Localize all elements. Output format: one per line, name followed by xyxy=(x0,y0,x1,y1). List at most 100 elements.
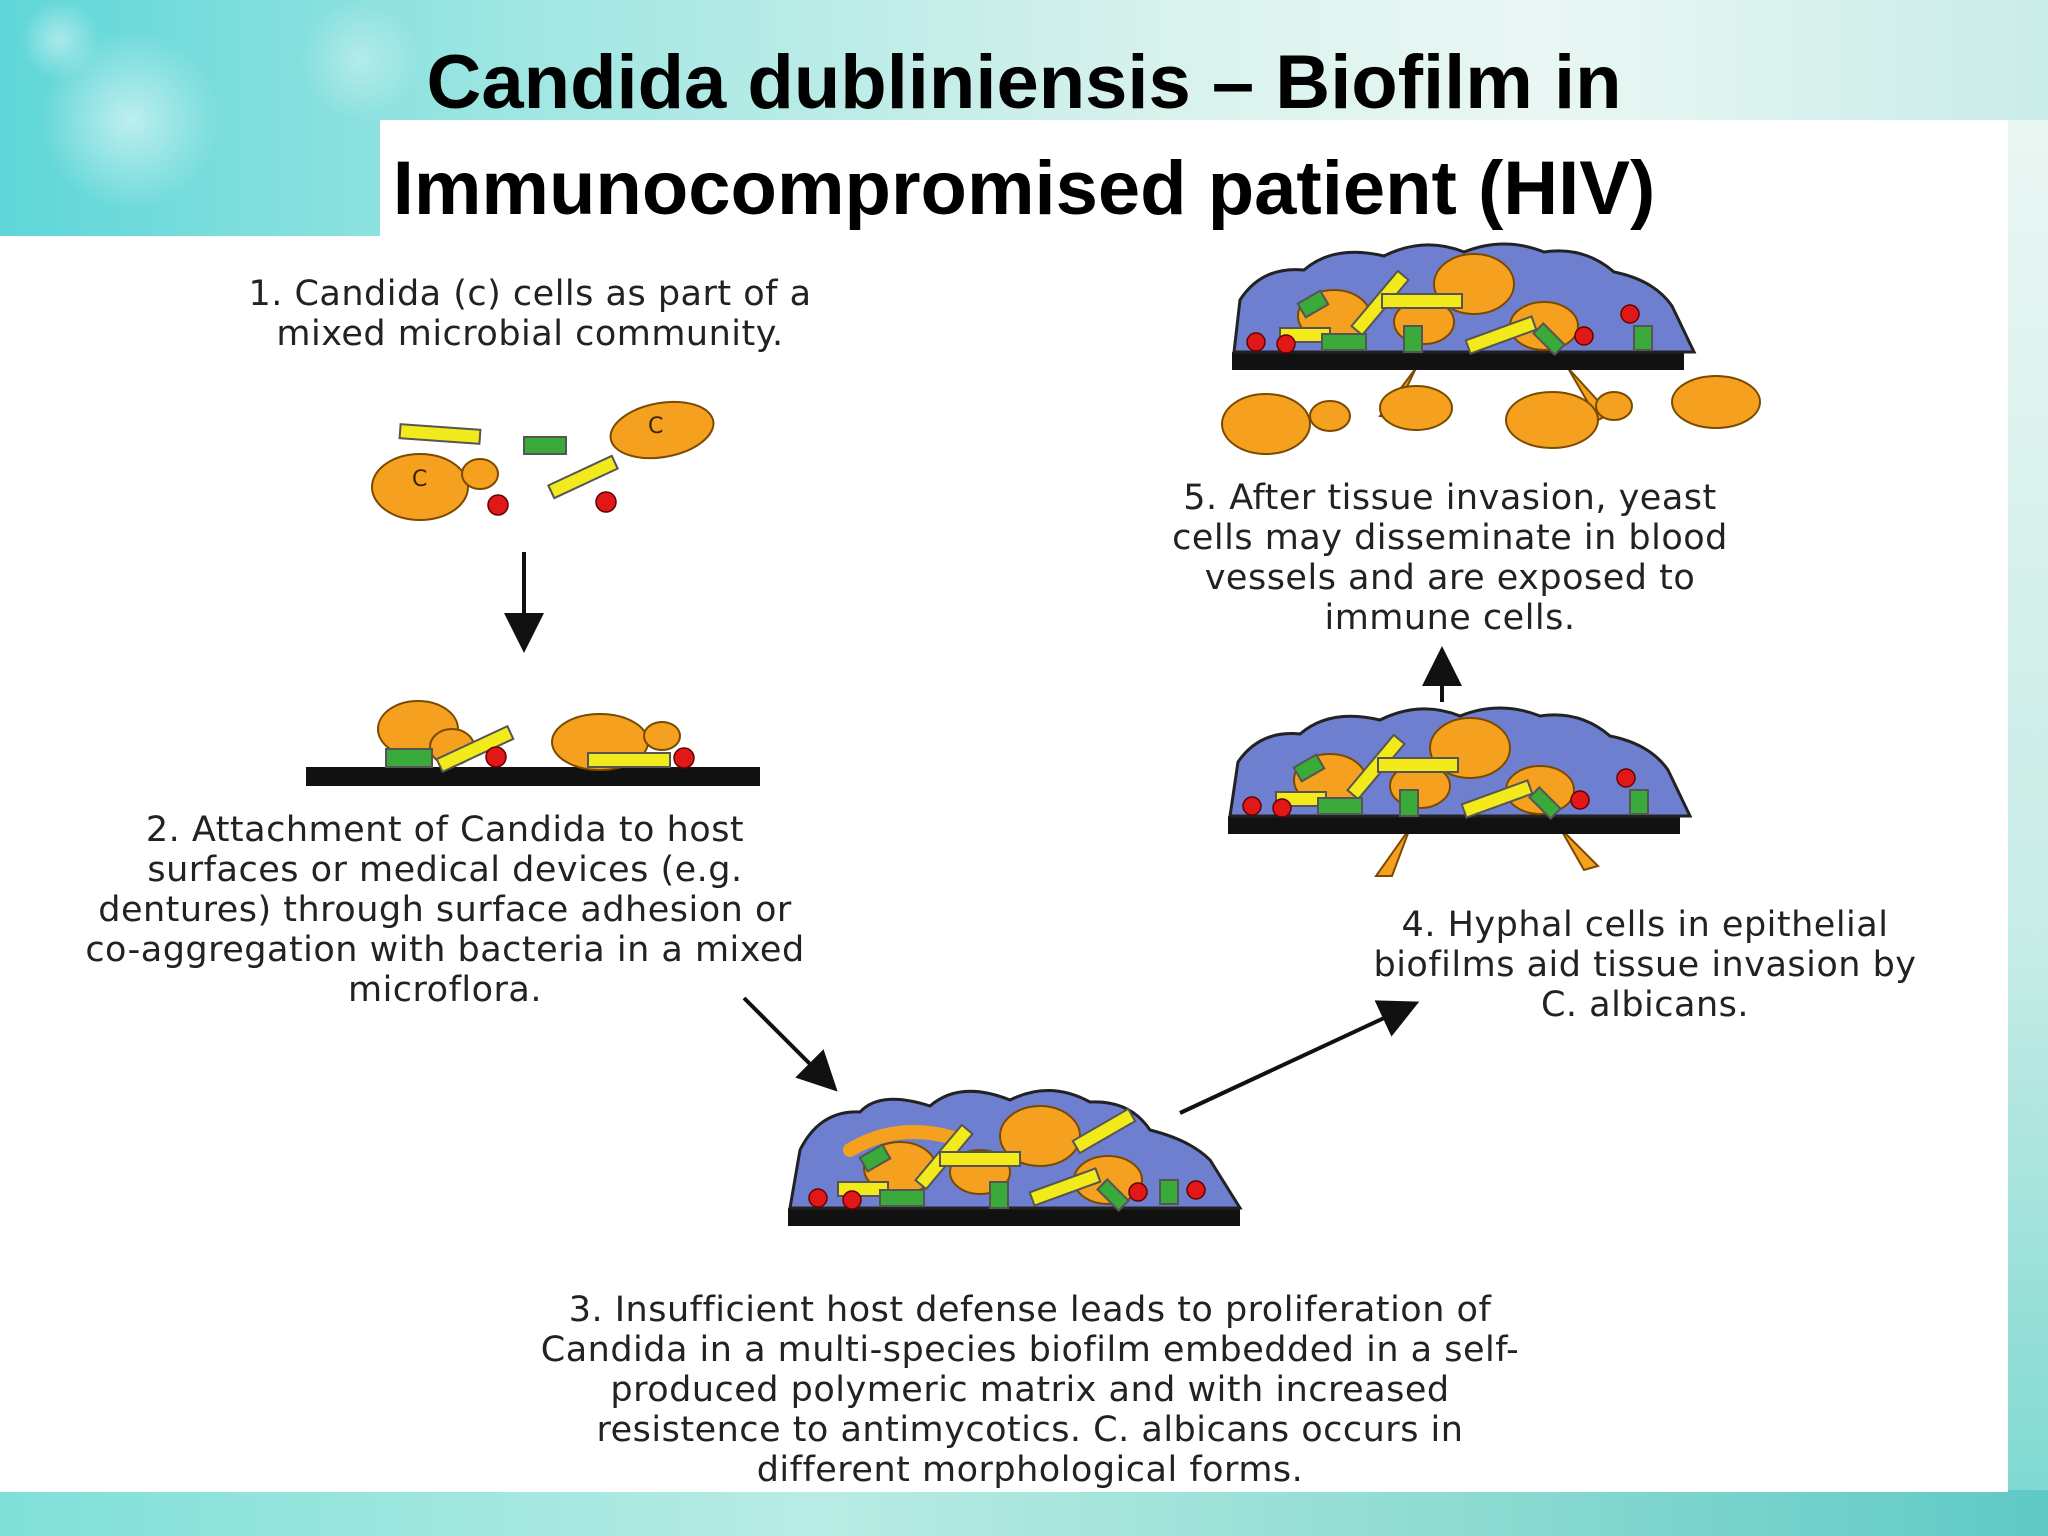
bacterial-rod-green xyxy=(879,1189,925,1207)
coccus-cell xyxy=(1574,326,1594,346)
coccus-cell xyxy=(673,747,695,769)
coccus-cell xyxy=(1246,332,1266,352)
figure-panel xyxy=(0,236,2008,1492)
bacterial-rod-yellow xyxy=(435,724,515,774)
candida-yeast-cell xyxy=(609,400,715,460)
bacterial-rod-green xyxy=(1532,322,1566,356)
hyphal-filament xyxy=(843,1125,967,1157)
step2-caption-line: dentures) through surface adhesion or xyxy=(98,890,792,930)
step2-caption-line: surfaces or medical devices (e.g. xyxy=(147,850,743,890)
candida-bud xyxy=(1595,391,1633,421)
disseminated-yeast-cell xyxy=(1671,375,1761,429)
step1-caption-line: 1. Candida (c) cells as part of a xyxy=(248,274,812,314)
coccus-cell xyxy=(1276,334,1296,354)
step1-free-cells-illustration: C C xyxy=(371,400,715,521)
bacterial-rod-green xyxy=(1399,789,1419,817)
host-surface xyxy=(788,1208,1240,1226)
coccus-cell xyxy=(595,491,617,513)
step4-caption: 4. Hyphal cells in epithelial biofilms a… xyxy=(1290,905,2000,1025)
step2-caption-line: 2. Attachment of Candida to host xyxy=(145,810,745,850)
bacterial-rod-green xyxy=(385,748,433,768)
candida-bud xyxy=(461,458,499,490)
candida-cell-label: C xyxy=(412,467,427,492)
step5-caption: 5. After tissue invasion, yeast cells ma… xyxy=(1090,478,1810,638)
step5-caption-line: vessels and are exposed to xyxy=(1204,558,1696,598)
step3-caption-line: resistence to antimycotics. C. albicans … xyxy=(596,1410,1464,1450)
bacterial-rod-yellow xyxy=(546,454,620,500)
slide-title-line-2: Immunocompromised patient (HIV) xyxy=(392,146,1656,231)
coccus-cell xyxy=(1186,1180,1206,1200)
candida-yeast-cell xyxy=(371,453,469,521)
bacterial-rod-green xyxy=(1403,325,1423,353)
coccus-cell xyxy=(1570,790,1590,810)
coccus-cell xyxy=(485,746,507,768)
bacterial-rod-yellow xyxy=(1460,779,1534,819)
disseminated-yeast-cell xyxy=(1505,391,1599,449)
title-strip xyxy=(380,120,2008,236)
hyphal-filament xyxy=(1374,827,1411,877)
candida-bud xyxy=(1309,400,1351,432)
step2-caption-line: microflora. xyxy=(347,970,543,1010)
disseminated-yeast-cell xyxy=(1379,385,1453,431)
bacterial-rod-yellow xyxy=(1071,1107,1137,1155)
step3-biofilm-illustration xyxy=(788,1089,1243,1226)
slide-title: Candida dubliniensis – Biofilm in Immuno… xyxy=(0,30,2048,242)
candida-cell-label: C xyxy=(648,414,663,439)
coccus-cell xyxy=(842,1190,862,1210)
bacterial-rod-yellow xyxy=(1381,293,1463,309)
step2-caption: 2. Attachment of Candida to host surface… xyxy=(0,810,890,1010)
step4-caption-line: 4. Hyphal cells in epithelial xyxy=(1401,905,1889,945)
bacterial-rod-green xyxy=(1292,753,1326,783)
host-surface xyxy=(306,767,760,786)
step4-caption-line: C. albicans. xyxy=(1540,985,1750,1025)
bacterial-rod-green xyxy=(989,1181,1009,1209)
bacterial-rod-yellow xyxy=(939,1151,1021,1167)
step3-caption-line: produced polymeric matrix and with incre… xyxy=(610,1370,1450,1410)
step5-dissemination-illustration xyxy=(1221,242,1761,455)
host-surface xyxy=(1232,352,1684,370)
coccus-cell xyxy=(1272,798,1292,818)
step5-caption-line: immune cells. xyxy=(1324,598,1576,638)
bacterial-rod-yellow xyxy=(587,752,671,768)
bacterial-rod-green xyxy=(1629,789,1649,815)
host-surface xyxy=(1228,816,1680,834)
bacterial-rod-green xyxy=(1159,1179,1179,1205)
step1-caption-line: mixed microbial community. xyxy=(276,314,784,354)
decorative-bottom-band xyxy=(0,1490,2048,1536)
hyphal-filament xyxy=(1559,827,1600,872)
slide-title-line-1: Candida dubliniensis – Biofilm in xyxy=(426,40,1622,125)
bacterial-rod-yellow xyxy=(1377,757,1459,773)
bacterial-rod-green xyxy=(858,1143,892,1173)
arrow-step2-to-step3 xyxy=(742,996,838,1092)
step3-caption-line: Candida in a multi-species biofilm embed… xyxy=(540,1330,1520,1370)
coccus-cell xyxy=(1242,796,1262,816)
candida-bud xyxy=(643,721,681,751)
step2-caption-line: co-aggregation with bacteria in a mixed xyxy=(85,930,805,970)
bacterial-rod-green xyxy=(1633,325,1653,351)
step5-caption-line: 5. After tissue invasion, yeast xyxy=(1183,478,1717,518)
step2-attachment-illustration xyxy=(306,700,760,786)
disseminated-yeast-cell xyxy=(1221,393,1311,455)
step5-caption-line: cells may disseminate in blood xyxy=(1172,518,1728,558)
coccus-cell xyxy=(487,494,509,516)
step4-caption-line: biofilms aid tissue invasion by xyxy=(1373,945,1917,985)
coccus-cell xyxy=(1620,304,1640,324)
coccus-cell xyxy=(1616,768,1636,788)
step3-caption-line: 3. Insufficient host defense leads to pr… xyxy=(568,1290,1492,1330)
step3-caption-line: different morphological forms. xyxy=(756,1450,1304,1490)
bacterial-rod-yellow xyxy=(1464,315,1538,355)
step4-hyphal-invasion-illustration xyxy=(1228,706,1693,877)
bacterial-rod-green xyxy=(1096,1178,1130,1212)
bacterial-rod-green xyxy=(1321,333,1367,351)
bacterial-rod-green xyxy=(523,436,567,455)
step1-caption: 1. Candida (c) cells as part of a mixed … xyxy=(160,274,900,354)
step3-caption: 3. Insufficient host defense leads to pr… xyxy=(380,1290,1680,1490)
bacterial-rod-yellow xyxy=(1028,1167,1102,1207)
decorative-right-band xyxy=(2008,120,2048,1490)
bacterial-rod-green xyxy=(1296,289,1330,319)
coccus-cell xyxy=(808,1188,828,1208)
bacterial-rod-green xyxy=(1528,786,1562,820)
bacterial-rod-green xyxy=(1317,797,1363,815)
bacterial-rod-yellow xyxy=(398,423,482,445)
